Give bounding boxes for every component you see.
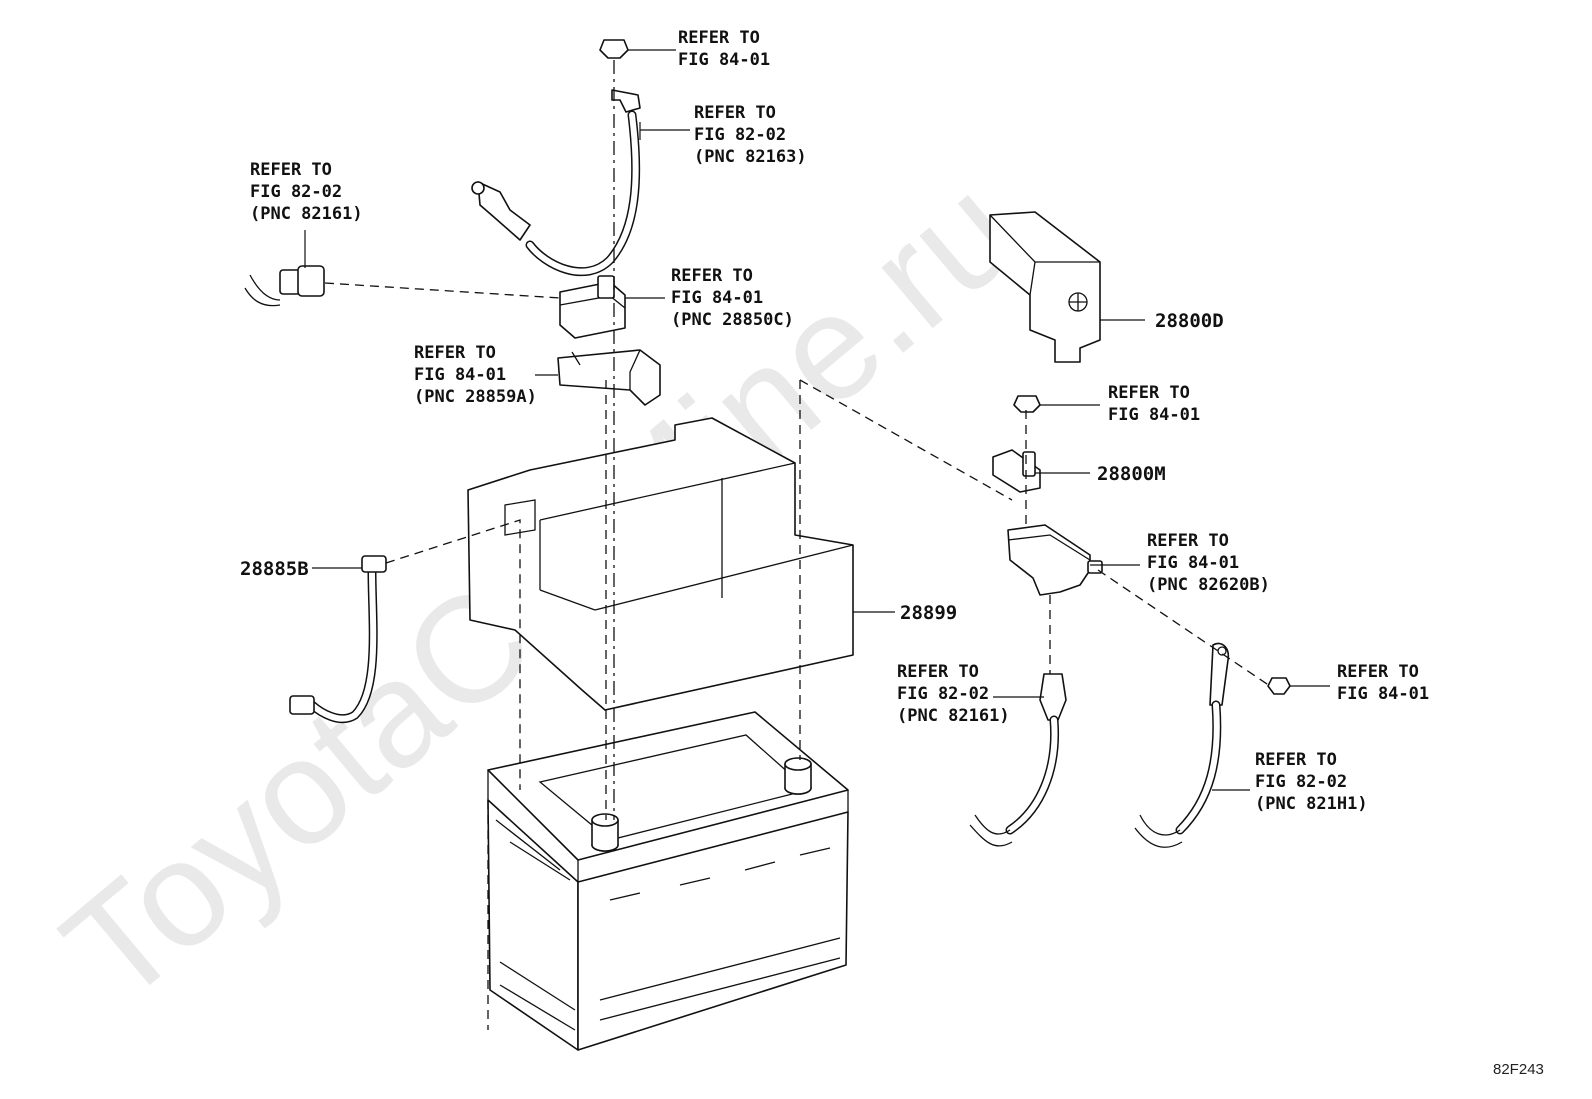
leader-lines (304, 49, 1330, 791)
ground-cable (1134, 642, 1230, 848)
callout-ground-cable: REFER TO FIG 82-02 (PNC 821H1) (1255, 750, 1368, 814)
battery (487, 711, 849, 1051)
positive-terminal-post (591, 813, 619, 852)
callout-negative-cable: REFER TO FIG 82-02 (PNC 82161) (897, 662, 1010, 726)
callout-positive-terminal: REFER TO FIG 84-01 (PNC 28850C) (671, 266, 794, 330)
clamp-nut (1013, 395, 1041, 413)
vent-hose (289, 555, 387, 724)
callout-left-connector: REFER TO FIG 82-02 (PNC 82161) (250, 160, 363, 224)
clamp-28800m (992, 449, 1041, 493)
battery-sensor (1007, 524, 1103, 596)
callout-top-nut: REFER TO FIG 84-01 (678, 28, 770, 70)
callout-ground-nut: REFER TO FIG 84-01 (1337, 662, 1429, 704)
ground-nut (1267, 677, 1291, 695)
part-number-28885b: 28885B (240, 558, 309, 580)
part-number-28899: 28899 (900, 602, 957, 624)
callout-positive-cable: REFER TO FIG 82-02 (PNC 82163) (694, 103, 807, 167)
terminal-cover-28800d (989, 211, 1101, 363)
positive-cable (471, 89, 641, 277)
left-connector (244, 265, 325, 307)
callout-terminal-cover: REFER TO FIG 84-01 (PNC 28859A) (414, 343, 537, 407)
negative-cable (969, 673, 1067, 847)
callout-sensor: REFER TO FIG 84-01 (PNC 82620B) (1147, 531, 1270, 595)
assembly-lines (324, 60, 1271, 1030)
callout-clamp-nut: REFER TO FIG 84-01 (1108, 383, 1200, 425)
figure-code: 82F243 (1493, 1061, 1544, 1078)
part-number-28800d: 28800D (1155, 310, 1224, 332)
terminal-cover (557, 349, 661, 406)
positive-terminal-clamp (559, 275, 626, 339)
battery-insulator (467, 417, 854, 711)
negative-terminal-post (784, 757, 812, 795)
part-number-28800m: 28800M (1097, 463, 1166, 485)
top-nut (599, 39, 629, 59)
